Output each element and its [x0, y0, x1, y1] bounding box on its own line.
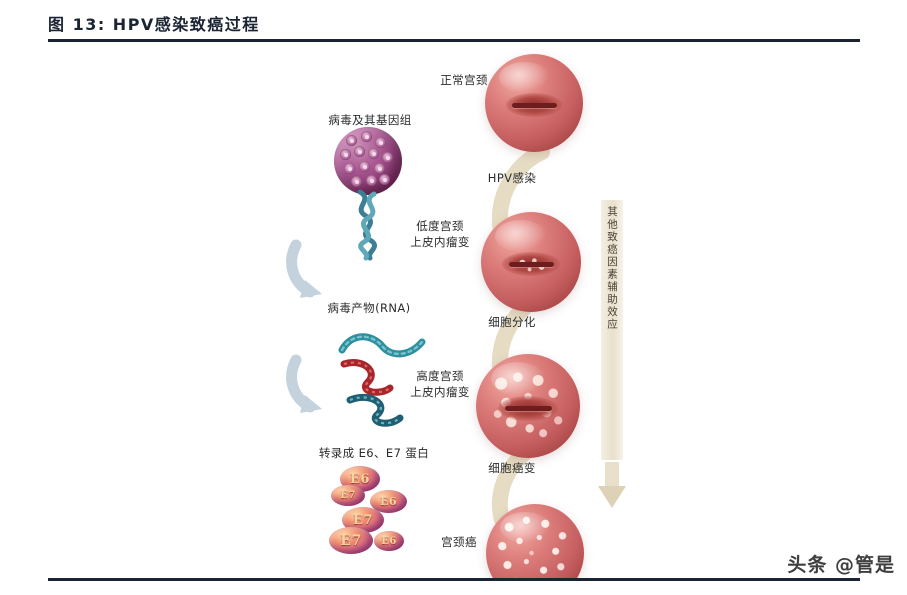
- page-title: 图 13: HPV感染致癌过程: [48, 15, 260, 34]
- transition-label-cell-differentiation: 细胞分化: [488, 315, 536, 329]
- watermark: 头条 @管是: [787, 554, 895, 576]
- dna-helix-icon: [344, 189, 396, 261]
- divider-bottom: [48, 578, 860, 581]
- protein-blob-label: E6: [379, 495, 398, 508]
- curved-arrow-down-icon: [286, 239, 346, 298]
- left-label-virus-product: 病毒产物(RNA): [327, 301, 411, 315]
- protein-blob-label: E7: [340, 490, 356, 501]
- left-label-protein-transcription: 转录成 E6、E7 蛋白: [318, 446, 430, 460]
- stage-label-high-grade-cin: 高度宫颈 上皮内瘤变: [410, 369, 470, 399]
- mrna-strand-icon: [334, 358, 426, 428]
- divider-top: [48, 39, 860, 42]
- protein-blob-e6-c: E6: [374, 531, 404, 551]
- curved-arrow-down-icon: [286, 354, 346, 413]
- transition-label-cell-canceration: 细胞癌变: [488, 461, 536, 475]
- figure-caption-row: 图 13: HPV感染致癌过程: [48, 8, 860, 38]
- stage-label-low-grade-cin: 低度宫颈 上皮内瘤变: [410, 219, 470, 249]
- stage-label-cervical-cancer: 宫颈癌: [441, 535, 477, 549]
- protein-blob-label: E7: [340, 532, 362, 549]
- protein-blob-e7-c: E7: [329, 527, 373, 554]
- protein-blob-label: E6: [381, 535, 397, 547]
- cervix-image-normal: [485, 54, 583, 152]
- protein-blob-label: E6: [350, 471, 370, 487]
- transition-label-hpv-infection: HPV感染: [487, 171, 537, 185]
- arrow-down-icon: [596, 462, 628, 510]
- side-annotation-label: 其他致癌因素辅助效应: [601, 200, 623, 460]
- cervix-image-high-grade-cin: [476, 354, 580, 458]
- left-label-virus-genome: 病毒及其基因组: [328, 113, 412, 127]
- diagram-canvas: 病毒及其基因组 病毒产物(RNA): [48, 42, 860, 578]
- protein-blob-label: E7: [353, 512, 373, 528]
- virus-capsid-icon: [334, 127, 402, 195]
- protein-blob-e7: E7: [331, 485, 365, 506]
- stage-label-normal-cervix: 正常宫颈: [440, 73, 488, 87]
- rna-strand-icon: [338, 324, 426, 360]
- cervix-image-low-grade-cin: [481, 212, 581, 312]
- protein-blob-e6-b: E6: [370, 490, 407, 513]
